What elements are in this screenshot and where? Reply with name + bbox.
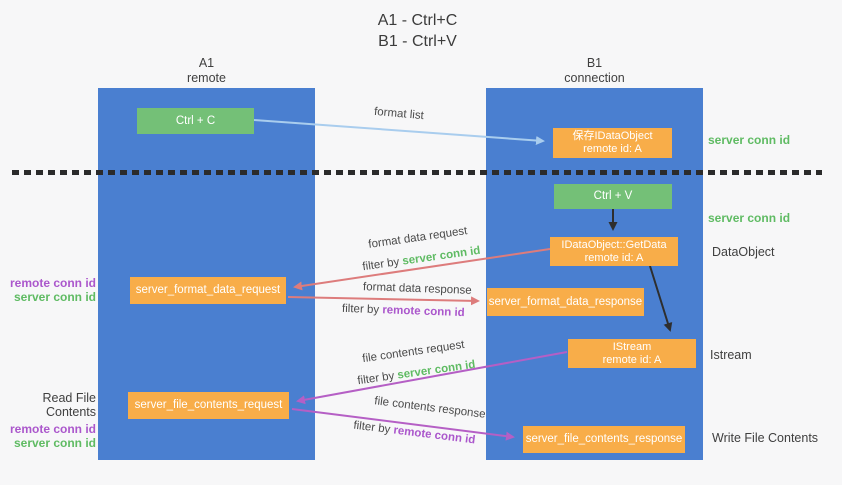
node-getdata-line1: IDataObject::GetData [561, 238, 667, 251]
node-server-format-data-response: server_format_data_response [487, 288, 644, 316]
node-ctrl-v: Ctrl + V [554, 184, 672, 209]
label-filter-by-remote-conn-id-file: filter by remote conn id [353, 420, 476, 447]
label-group-read-file-contents: Read File Contents remote conn id server… [0, 391, 96, 450]
filter-by-text: filter by [341, 302, 380, 317]
node-server-file-contents-response: server_file_contents_response [523, 426, 685, 453]
node-istream: IStream remote id: A [568, 339, 696, 368]
server-conn-id-key: server conn id [401, 244, 482, 268]
label-server-conn-id-top-right: server conn id [708, 133, 791, 147]
label-server-conn-id-left: server conn id [13, 289, 96, 304]
label-format-data-request: format data request [367, 225, 469, 251]
node-idataobject-getdata: IDataObject::GetData remote id: A [550, 237, 678, 266]
column-b1-name: B1 [586, 56, 603, 70]
title-line-1: A1 - Ctrl+C [377, 12, 458, 29]
node-server-format-data-request: server_format_data_request [130, 277, 286, 304]
label-server-conn-id-left2: server conn id [13, 436, 96, 450]
node-istream-line1: IStream [612, 340, 652, 353]
label-istream: Istream [710, 348, 752, 362]
label-write-file-contents: Write File Contents [712, 431, 819, 445]
column-a1-subtitle: remote [187, 71, 226, 85]
filter-by-text: filter by [352, 419, 391, 436]
column-header-a1: A1 remote [98, 56, 315, 86]
label-file-contents-response: file contents response [373, 395, 487, 421]
filter-by-text: filter by [361, 256, 401, 274]
label-read-file-contents: Read File Contents [42, 391, 97, 419]
node-ctrl-c: Ctrl + C [137, 108, 254, 134]
label-group-format-conn-ids: remote conn id server conn id [4, 276, 96, 304]
node-save-idataobject-line1: 保存IDataObject [572, 130, 653, 142]
column-b1-subtitle: connection [564, 71, 625, 85]
node-save-idataobject-line2: remote id: A [583, 143, 642, 155]
label-dataobject: DataObject [712, 245, 775, 259]
filter-by-text: filter by [356, 370, 396, 388]
node-save-idataobject: 保存IDataObject remote id: A [553, 128, 672, 158]
remote-conn-id-key: remote conn id [382, 304, 465, 320]
column-a1-name: A1 [198, 56, 215, 70]
remote-conn-id-key: remote conn id [392, 424, 476, 447]
session-divider-dotted-line [12, 170, 822, 175]
server-conn-id-key: server conn id [396, 358, 477, 382]
node-istream-line2: remote id: A [602, 353, 662, 366]
arrow-format-data-response [287, 296, 480, 306]
label-format-data-response: format data response [362, 281, 472, 297]
label-remote-conn-id-left: remote conn id [9, 276, 96, 290]
node-server-file-contents-request: server_file_contents_request [128, 392, 289, 419]
node-getdata-line2: remote id: A [584, 251, 644, 264]
label-format-list: format list [373, 105, 425, 123]
label-remote-conn-id-left2: remote conn id [9, 422, 96, 436]
title-line-2: B1 - Ctrl+V [378, 33, 457, 50]
column-header-b1: B1 connection [486, 56, 703, 86]
diagram-title: A1 - Ctrl+C B1 - Ctrl+V [330, 10, 505, 52]
label-server-conn-id-mid-right: server conn id [708, 211, 791, 225]
label-filter-by-remote-conn-id-format: filter by remote conn id [342, 303, 465, 319]
